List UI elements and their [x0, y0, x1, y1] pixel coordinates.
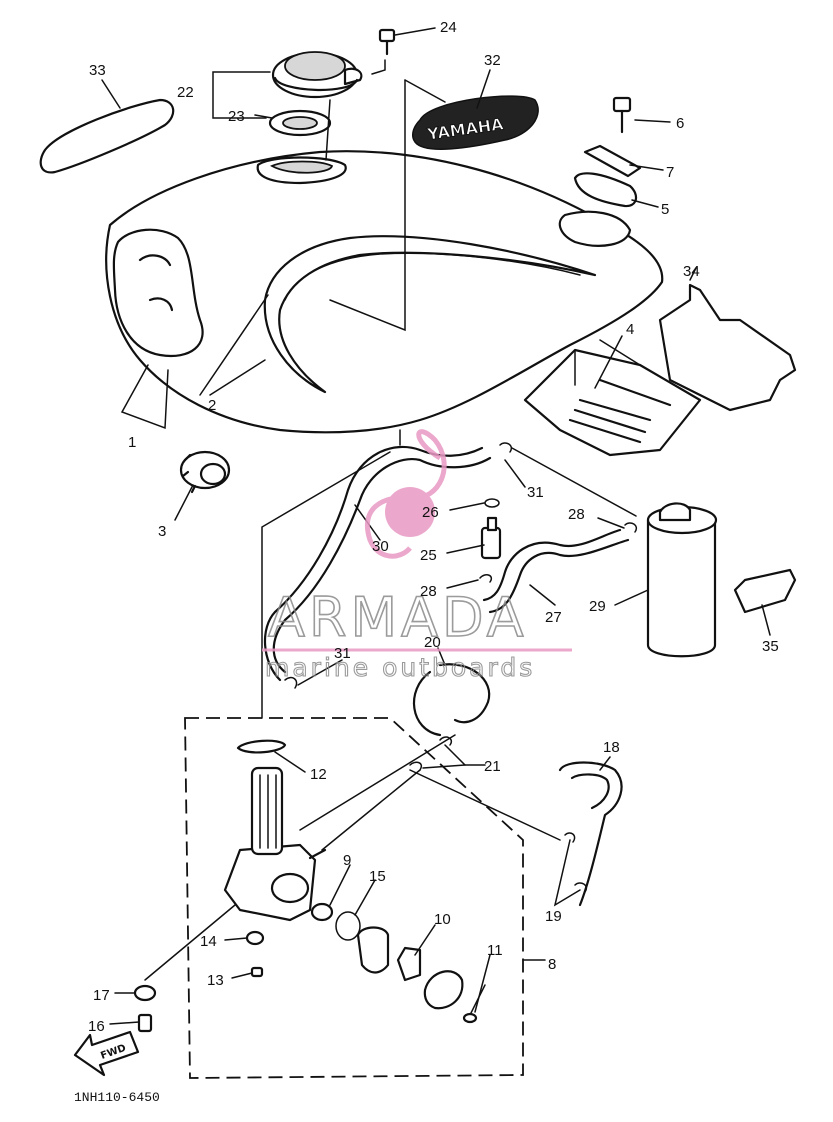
- fuel-cock-box: [184, 717, 524, 1079]
- hose-18: [558, 761, 623, 907]
- callout-26: 26: [422, 504, 439, 521]
- diagram-code: 1NH110-6450: [74, 1090, 160, 1105]
- forward-arrow-icon: FWD: [73, 1030, 140, 1077]
- callout-16: 16: [88, 1018, 105, 1035]
- callout-3: 3: [158, 523, 166, 540]
- callout-22: 22: [177, 84, 194, 101]
- cap-screw: [378, 28, 396, 56]
- fuel-tank: [105, 150, 664, 434]
- watermark-brand: ARMADA: [268, 586, 528, 649]
- leader-lines: [101, 27, 771, 1025]
- callout-13: 13: [207, 972, 224, 989]
- callout-19: 19: [545, 908, 562, 925]
- callout-7: 7: [666, 164, 674, 181]
- mounting-bolt: [612, 96, 632, 134]
- fuel-sender: [480, 516, 502, 560]
- hose-20: [412, 663, 491, 737]
- watermark-dot-icon: [385, 487, 435, 537]
- hose-clips: [284, 442, 637, 893]
- fuel-cock-parts: [133, 902, 486, 1033]
- canister-band: [733, 568, 797, 614]
- callout-23: 23: [228, 108, 245, 125]
- callout-14: 14: [200, 933, 217, 950]
- callout-18: 18: [603, 739, 620, 756]
- callout-21: 21: [484, 758, 501, 775]
- fuel-cap: [271, 51, 363, 99]
- callout-27: 27: [545, 609, 562, 626]
- callout-2: 2: [208, 397, 216, 414]
- hose-27: [482, 528, 630, 614]
- callout-11: 11: [487, 942, 503, 959]
- callout-31a: 31: [527, 484, 544, 501]
- callout-10: 10: [434, 911, 451, 928]
- callout-35: 35: [762, 638, 779, 655]
- callout-15: 15: [369, 868, 386, 885]
- tank-side-strip: [39, 98, 175, 174]
- callout-6: 6: [676, 115, 684, 132]
- callout-9: 9: [343, 852, 351, 869]
- callout-30: 30: [372, 538, 389, 555]
- mounting-washer: [583, 144, 642, 178]
- damper-grommet: [179, 450, 231, 494]
- callout-5: 5: [661, 201, 669, 218]
- callout-29: 29: [589, 598, 606, 615]
- callout-numbers: 1 2 3 4 5 6 7 8 9 10 11 12 13 14 15 16 1…: [88, 19, 779, 1035]
- callout-31b: 31: [334, 645, 351, 662]
- side-bracket: [658, 283, 797, 412]
- callout-12: 12: [310, 766, 327, 783]
- callout-20: 20: [424, 634, 441, 651]
- fuel-cock-seal: [236, 739, 287, 754]
- callout-25: 25: [420, 547, 437, 564]
- callout-8: 8: [548, 956, 556, 973]
- mounting-damper: [573, 172, 638, 208]
- callout-34: 34: [683, 263, 700, 280]
- callout-4: 4: [626, 321, 634, 338]
- watermark-tagline: marine outboards: [265, 653, 535, 682]
- callout-1: 1: [128, 434, 136, 451]
- callout-24: 24: [440, 19, 457, 36]
- callout-28a: 28: [420, 583, 437, 600]
- callout-33: 33: [89, 62, 106, 79]
- heat-protector: [523, 339, 702, 457]
- callout-28b: 28: [568, 506, 585, 523]
- fuel-cock: [223, 766, 327, 922]
- callout-17: 17: [93, 987, 110, 1004]
- watermark: ARMADA marine outboards: [262, 429, 572, 683]
- canister: [646, 502, 718, 658]
- tank-emblem: YAMAHA: [412, 95, 539, 150]
- callout-32: 32: [484, 52, 501, 69]
